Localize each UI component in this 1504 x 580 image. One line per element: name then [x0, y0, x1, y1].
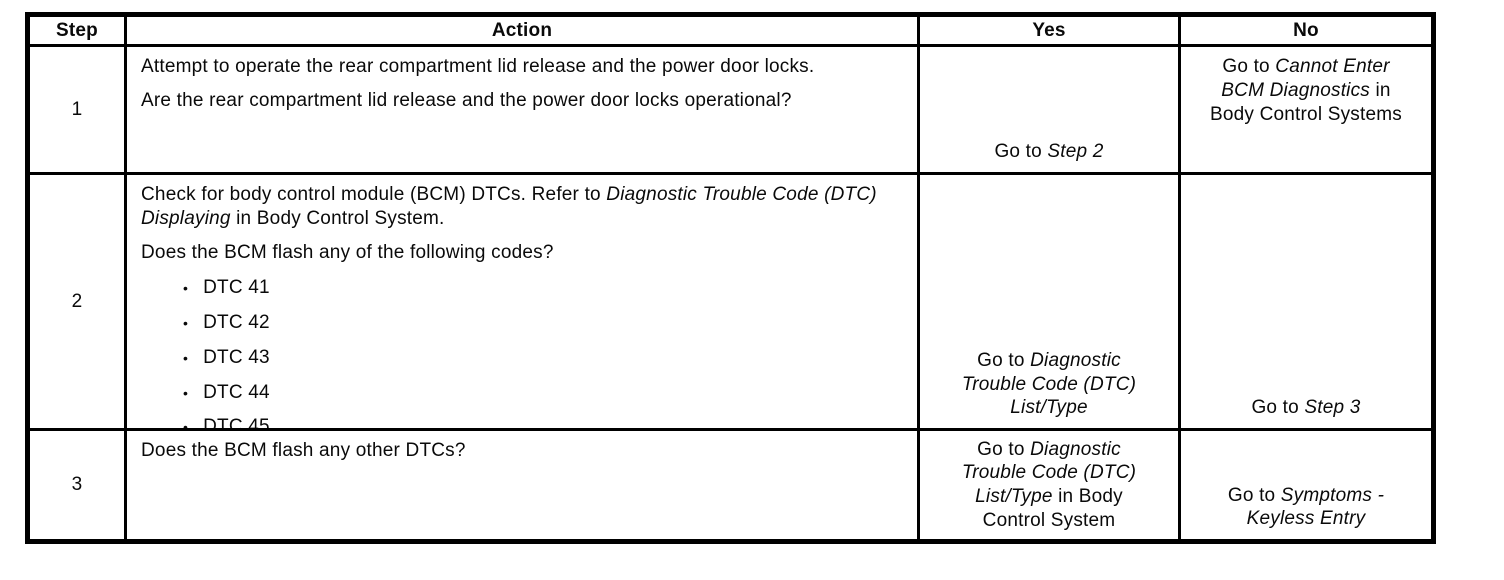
bullet-icon: • — [183, 384, 189, 401]
plain-text: Check for body control module (BCM) DTCs… — [141, 184, 607, 205]
plain-text: Does the BCM flash any of the following … — [141, 241, 554, 263]
no-cell: Go to Symptoms - Keyless Entry — [1181, 431, 1431, 539]
plain-text: in Body Control System — [982, 486, 1123, 531]
no-text: Go to Step 3 — [1251, 396, 1360, 420]
dtc-bullet-item: • DTC 44 — [183, 381, 905, 405]
dtc-bullet-list: • DTC 41 • DTC 42 • DTC 43 • DTC 44 • DTC 45 — [141, 274, 905, 428]
reference-text: Diagnostic Trouble Code (DTC) Displaying — [141, 184, 877, 229]
dtc-bullet-item: • DTC 42 — [183, 311, 905, 335]
plain-text: Go to — [977, 438, 1031, 460]
col-header-step: Step — [30, 17, 124, 44]
plain-text: Go to — [994, 141, 1048, 163]
reference-text: Diagnostic Trouble Code (DTC) List/Type — [961, 349, 1137, 419]
action-paragraph: Attempt to operate the rear compartment … — [141, 55, 905, 79]
dtc-code-label: DTC 42 — [203, 312, 270, 333]
yes-text: Go to Diagnostic Trouble Code (DTC) List… — [953, 349, 1145, 420]
diagnostic-step-table: Step Action Yes No 1 Attempt to operate … — [25, 12, 1436, 544]
plain-text: in Body Control System. — [230, 207, 445, 229]
plain-text: Does the BCM flash any other DTCs? — [141, 440, 466, 461]
col-header-yes: Yes — [920, 17, 1178, 44]
no-text: Go to Cannot Enter BCM Diagnostics in Bo… — [1210, 55, 1402, 126]
action-cell: Attempt to operate the rear compartment … — [127, 47, 917, 172]
bullet-icon: • — [183, 419, 189, 428]
reference-text: Step 2 — [1047, 141, 1104, 163]
plain-text: Are the rear compartment lid release and… — [141, 89, 792, 111]
reference-text: Cannot Enter BCM Diagnostics — [1221, 56, 1390, 101]
step-number-cell: 2 — [30, 175, 124, 428]
plain-text: Go to — [1251, 397, 1305, 419]
step-number-cell: 3 — [30, 431, 124, 539]
action-paragraph: Does the BCM flash any other DTCs? — [141, 439, 905, 463]
no-text: Go to Symptoms - Keyless Entry — [1210, 484, 1402, 532]
bullet-icon: • — [183, 280, 189, 297]
bullet-icon: • — [183, 349, 189, 366]
dtc-code-label: DTC 45 — [203, 416, 270, 428]
dtc-code-label: DTC 44 — [203, 381, 270, 403]
plain-text: Go to — [1227, 484, 1281, 506]
yes-cell: Go to Step 2 — [920, 47, 1178, 172]
dtc-bullet-item: • DTC 45 — [183, 415, 905, 428]
no-cell: Go to Cannot Enter BCM Diagnostics in Bo… — [1181, 47, 1431, 172]
plain-text: Go to — [1222, 56, 1276, 77]
action-paragraph: Does the BCM flash any of the following … — [141, 241, 905, 265]
dtc-code-label: DTC 43 — [203, 346, 270, 368]
plain-text: Go to — [977, 349, 1031, 371]
action-paragraph: Are the rear compartment lid release and… — [141, 89, 905, 113]
step-number-cell: 1 — [30, 47, 124, 172]
reference-text: Step 3 — [1304, 397, 1361, 419]
bullet-icon: • — [183, 315, 189, 331]
reference-text: Diagnostic Trouble Code (DTC) List/Type — [961, 438, 1137, 508]
action-cell: Does the BCM flash any other DTCs? — [127, 431, 917, 539]
yes-text: Go to Diagnostic Trouble Code (DTC) List… — [953, 438, 1145, 533]
dtc-bullet-item: • DTC 43 — [183, 346, 905, 370]
dtc-code-label: DTC 41 — [203, 277, 270, 299]
plain-text: in Body Control Systems — [1210, 79, 1402, 125]
yes-cell: Go to Diagnostic Trouble Code (DTC) List… — [920, 431, 1178, 539]
dtc-bullet-item: • DTC 41 — [183, 276, 905, 300]
no-cell: Go to Step 3 — [1181, 175, 1431, 428]
col-header-action: Action — [127, 17, 917, 44]
action-paragraph: Check for body control module (BCM) DTCs… — [141, 183, 905, 231]
reference-text: Symptoms - Keyless Entry — [1246, 484, 1385, 530]
yes-cell: Go to Diagnostic Trouble Code (DTC) List… — [920, 175, 1178, 428]
action-cell: Check for body control module (BCM) DTCs… — [127, 175, 917, 428]
yes-text: Go to Step 2 — [994, 140, 1103, 164]
col-header-no: No — [1181, 17, 1431, 44]
plain-text: Attempt to operate the rear compartment … — [141, 56, 815, 77]
